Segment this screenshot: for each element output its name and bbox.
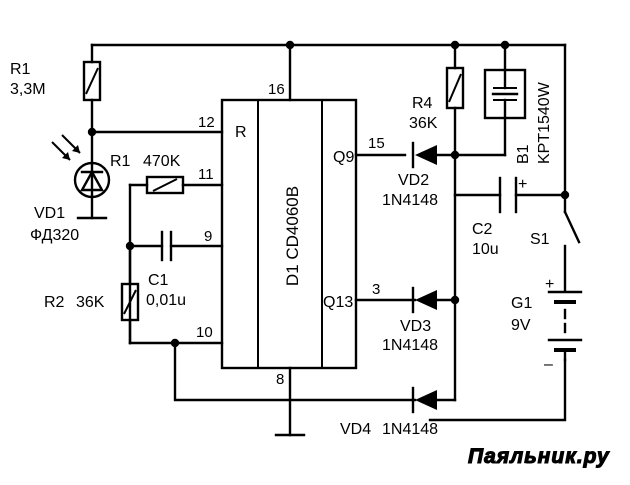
photodiode-vd1: VD1 ФД320 bbox=[30, 134, 111, 244]
junction-dot bbox=[285, 40, 295, 50]
pin-3-number: 3 bbox=[372, 281, 380, 298]
pin-12-number: 12 bbox=[198, 114, 215, 131]
watermark: Паяльник.ру bbox=[468, 445, 610, 468]
r1-mid-ref: R1 bbox=[110, 153, 131, 170]
junction-dot bbox=[450, 150, 460, 160]
pin-8-number: 8 bbox=[276, 371, 284, 388]
b1-value: KPT1540W bbox=[536, 81, 553, 164]
vd3-ref: VD3 bbox=[400, 318, 431, 335]
c2-value: 10u bbox=[472, 241, 499, 258]
switch-s1: S1 bbox=[530, 210, 581, 248]
r1-top-ref: R1 bbox=[10, 61, 31, 78]
pin-reset-name: R bbox=[235, 124, 247, 141]
resistor-r4: R4 36K bbox=[409, 66, 465, 132]
c2-ref: C2 bbox=[472, 221, 493, 238]
vd4-ref: VD4 bbox=[340, 421, 371, 438]
junction-dot bbox=[87, 127, 97, 137]
vd2-value: 1N4148 bbox=[382, 192, 438, 209]
r2-ref: R2 bbox=[44, 294, 65, 311]
vd4-value: 1N4148 bbox=[382, 421, 438, 438]
r4-ref: R4 bbox=[412, 95, 433, 112]
r1-top-value: 3,3M bbox=[10, 81, 46, 98]
diode-vd4: VD4 1N4148 bbox=[340, 386, 438, 438]
g1-value: 9V bbox=[511, 317, 531, 334]
resistor-r1-3m3: R1 3,3M bbox=[10, 60, 102, 102]
resistor-r2: R2 36K bbox=[44, 244, 140, 322]
s1-ref: S1 bbox=[530, 231, 550, 248]
junction-dot bbox=[170, 338, 180, 348]
g1-ref: G1 bbox=[511, 295, 532, 312]
buzzer-b1: B1 KPT1540W bbox=[483, 68, 553, 164]
pin-q13-name: Q13 bbox=[323, 294, 353, 311]
b1-ref: B1 bbox=[515, 144, 532, 164]
ic-d1: D1 CD4060B R Q9 Q13 bbox=[220, 98, 358, 370]
pin-11-number: 11 bbox=[198, 166, 214, 183]
pin-9-number: 9 bbox=[204, 228, 212, 245]
junction-dot bbox=[500, 40, 510, 50]
r4-value: 36K bbox=[409, 115, 438, 132]
junction-dot bbox=[560, 190, 570, 200]
ic-label: D1 CD4060B bbox=[283, 186, 302, 286]
capacitor-c1: C1 0,01u bbox=[146, 230, 186, 309]
g1-plus: + bbox=[545, 276, 554, 293]
ic-outline bbox=[220, 98, 358, 370]
junction-dot bbox=[450, 295, 460, 305]
g1-minus: – bbox=[544, 356, 553, 373]
pin-q9-name: Q9 bbox=[333, 149, 354, 166]
vd1-ref: VD1 bbox=[34, 205, 65, 222]
pin-16-number: 16 bbox=[268, 81, 285, 98]
resistor-r1-470k: R1 470K bbox=[110, 153, 185, 195]
vd3-value: 1N4148 bbox=[382, 337, 438, 354]
pin-numbers: 16 12 11 9 10 8 15 3 bbox=[196, 81, 385, 388]
c1-value: 0,01u bbox=[146, 292, 186, 309]
r2-value: 36K bbox=[76, 294, 105, 311]
c2-plus: + bbox=[518, 176, 527, 193]
pin-10-number: 10 bbox=[196, 324, 213, 341]
c1-ref: C1 bbox=[148, 272, 169, 289]
vd2-ref: VD2 bbox=[398, 172, 429, 189]
r1-mid-value: 470K bbox=[143, 153, 181, 170]
battery-g1: + – G1 9V bbox=[511, 276, 583, 373]
vd1-value: ФД320 bbox=[30, 227, 79, 244]
junction-dot bbox=[450, 40, 460, 50]
pin-15-number: 15 bbox=[368, 135, 385, 152]
diode-vd2: VD2 1N4148 bbox=[382, 141, 438, 209]
capacitor-c2: + C2 10u bbox=[472, 176, 527, 258]
diode-vd3: VD3 1N4148 bbox=[382, 286, 438, 354]
